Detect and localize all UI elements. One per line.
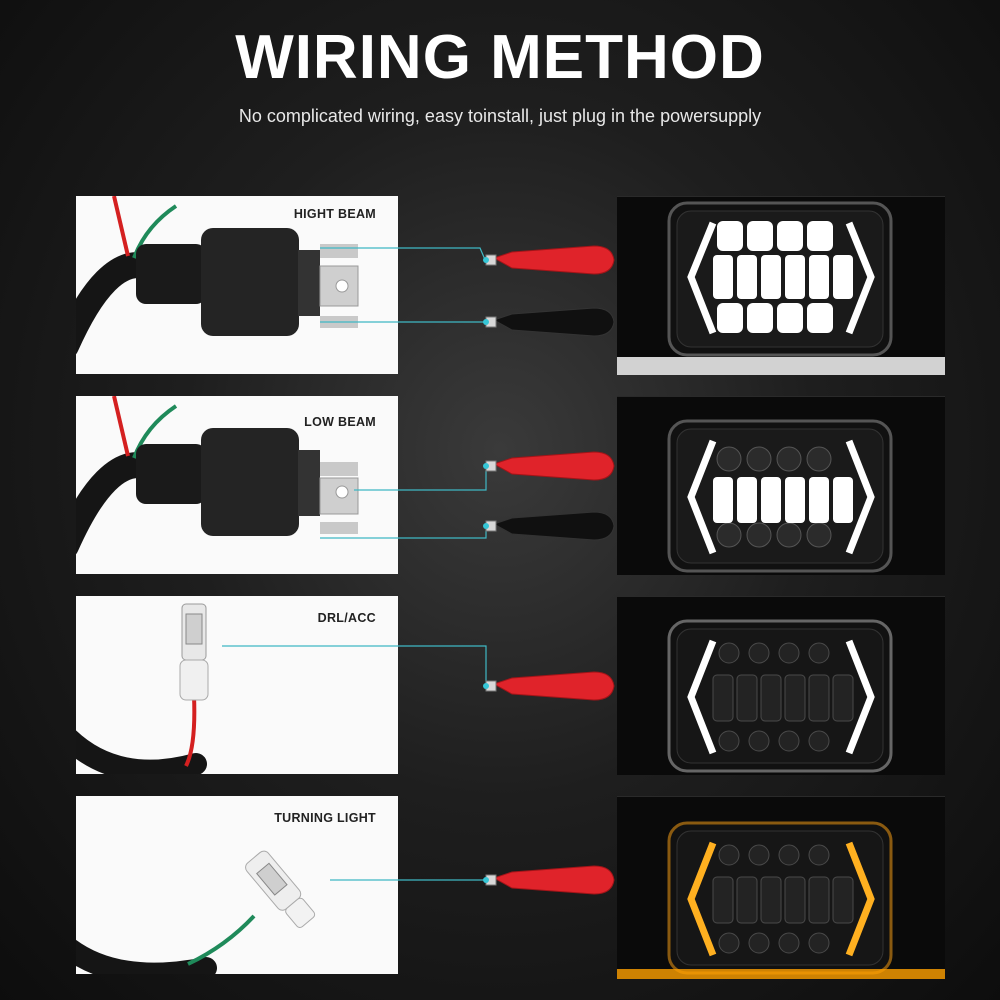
wiring-panel-low-beam: LOW BEAM — [76, 396, 398, 574]
page-subtitle: No complicated wiring, easy toinstall, j… — [238, 106, 762, 126]
red-alligator-clip — [482, 451, 615, 481]
headlight-photo-drl — [617, 596, 945, 775]
headlight-photo-turn — [617, 796, 945, 979]
panel-label-turn: TURNING LIGHT — [274, 811, 376, 825]
black-alligator-clip — [482, 307, 615, 337]
panel-label-low-beam: LOW BEAM — [304, 415, 376, 429]
h4-plug-diagram — [76, 396, 359, 555]
red-alligator-clip — [482, 671, 615, 701]
page-title: WIRING METHOD — [235, 23, 765, 92]
wiring-panel-drl: DRL/ACC — [76, 596, 398, 774]
red-alligator-clip — [482, 245, 615, 275]
spade-terminal-diagram — [76, 850, 316, 974]
spade-terminal-diagram — [76, 603, 209, 774]
panel-label-high-beam: HIGHT BEAM — [293, 207, 376, 221]
headlight-photo-low-beam — [617, 396, 945, 575]
panel-label-drl: DRL/ACC — [317, 611, 376, 625]
wiring-panel-turn: TURNING LIGHT — [76, 796, 398, 974]
red-alligator-clip — [482, 865, 615, 895]
wiring-panel-high-beam: HIGHT BEAM — [76, 196, 398, 374]
h4-plug-diagram — [76, 196, 359, 355]
headlight-photo-high-beam — [617, 196, 945, 375]
black-alligator-clip — [482, 511, 615, 541]
